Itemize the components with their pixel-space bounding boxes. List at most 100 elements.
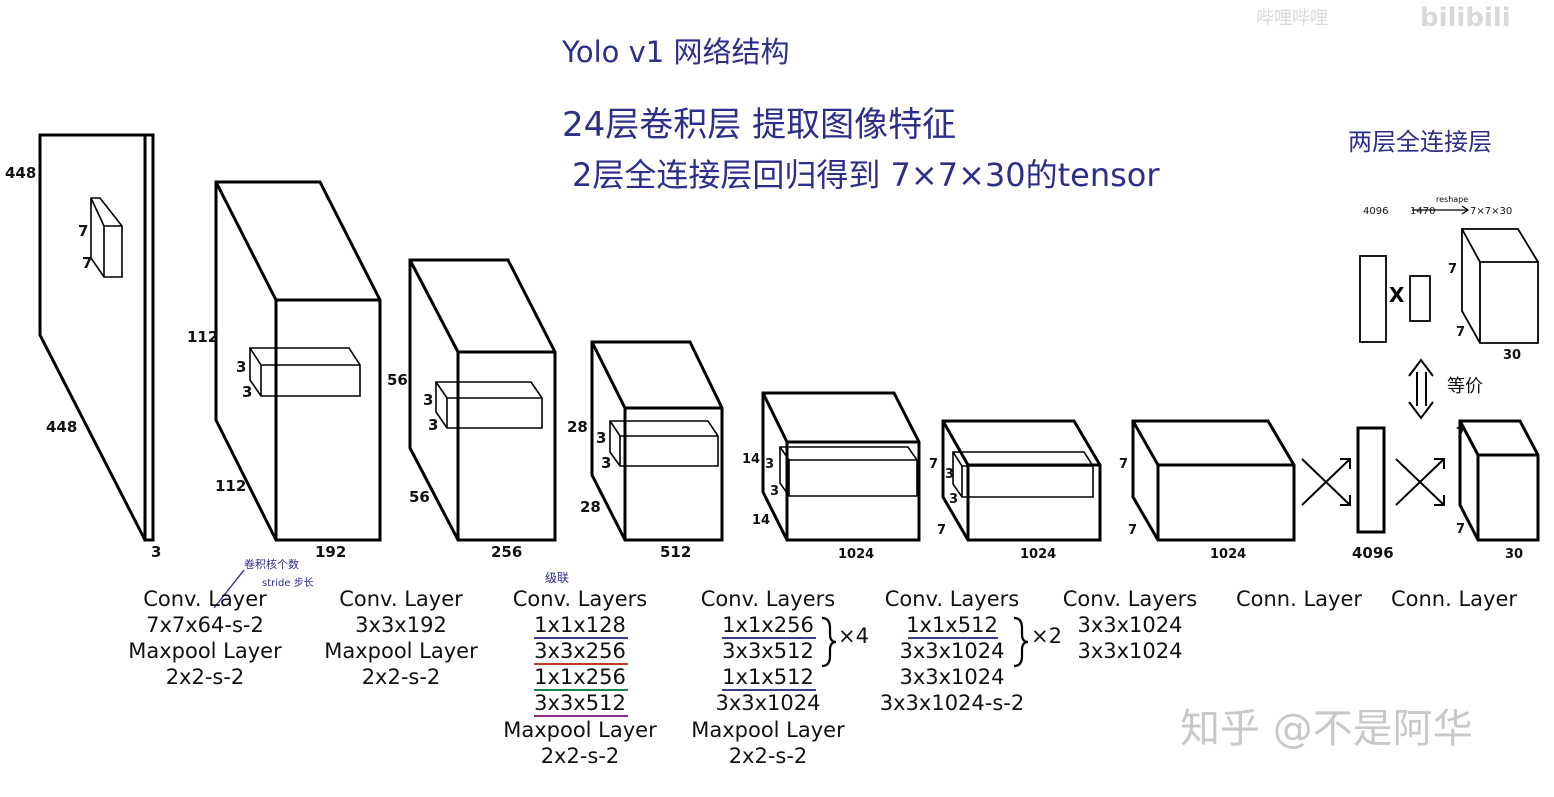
conv-annotation: 24层卷积层 提取图像特征: [562, 105, 956, 145]
label-6-line-3: 3x3x1024: [1077, 639, 1182, 663]
kernel-count-note: 卷积核个数: [244, 557, 299, 571]
label-5-line-2: 1x1x512: [906, 613, 998, 637]
b3-h: 28: [567, 418, 588, 436]
block-1-cube: [214, 180, 382, 542]
b2-k2: 3: [428, 416, 438, 434]
fc-cross-1: [1301, 458, 1351, 506]
b3-w: 28: [580, 498, 601, 516]
fc-4096-bar: [1356, 426, 1386, 534]
cascade-note: 级联: [545, 571, 569, 585]
fc-size: 4096: [1352, 544, 1394, 562]
label-3-line-2: 1x1x128: [534, 613, 626, 637]
stride-note: stride 步长: [262, 577, 314, 589]
block-6-cube: [1131, 419, 1296, 542]
equivalent-note: 等价: [1447, 376, 1483, 397]
out-w: 7: [1456, 522, 1465, 537]
fc-annotation: 2层全连接层回归得到 7×7×30的tensor: [572, 156, 1160, 194]
b1-c: 192: [315, 543, 346, 561]
output-cube: [1458, 419, 1540, 542]
repeat-brace-4: [821, 616, 837, 668]
label-5-line-3: 3x3x1024: [899, 639, 1004, 663]
label-6-line-1: Conv. Layers: [1063, 587, 1197, 611]
fc-cross-2: [1395, 458, 1445, 506]
b4-h: 14: [742, 452, 760, 467]
input-k1: 7: [78, 222, 88, 240]
out-c: 30: [1505, 547, 1523, 562]
label-6-line-2: 3x3x1024: [1077, 613, 1182, 637]
label-2-line-3: Maxpool Layer: [324, 639, 478, 663]
layer-label-1: Conv. Layer 7x7x64-s-2 Maxpool Layer 2x2…: [128, 587, 282, 689]
fc-cross-2-arrow-b: [1434, 495, 1445, 506]
label-2-line-1: Conv. Layer: [339, 587, 463, 611]
top-watermark: 哔哩哔哩: [1256, 8, 1328, 29]
b3-k2: 3: [601, 454, 611, 472]
layer-label-4: Conv. Layers 1x1x256 3x3x512 1x1x512 3x3…: [691, 587, 845, 768]
block-2-cube: [408, 258, 557, 542]
fc-note-1470: 1470: [1410, 206, 1435, 217]
equivalence-arrow: [1408, 358, 1434, 420]
block-5-cube: [941, 419, 1102, 542]
input-c: 3: [151, 543, 161, 561]
b4-w: 14: [752, 513, 770, 528]
b2-k1: 3: [423, 391, 433, 409]
label-3-line-1: Conv. Layers: [513, 587, 647, 611]
label-4-line-7: 2x2-s-2: [729, 744, 808, 768]
label-2-line-4: 2x2-s-2: [362, 665, 441, 689]
label-3-line-6: Maxpool Layer: [503, 718, 657, 742]
label-2-line-2: 3x3x192: [355, 613, 447, 637]
repeat-x4: ×4: [838, 624, 869, 648]
bilibili-watermark: bilibili: [1420, 3, 1511, 33]
label-4-line-6: Maxpool Layer: [691, 718, 845, 742]
layer-label-5: Conv. Layers 1x1x512 3x3x1024 3x3x1024 3…: [880, 587, 1024, 715]
label-underlines: [213, 569, 998, 717]
input-h: 448: [5, 164, 36, 182]
label-4-line-1: Conv. Layers: [701, 587, 835, 611]
layer-label-2: Conv. Layer 3x3x192 Maxpool Layer 2x2-s-…: [324, 587, 478, 689]
fc-cross-1-arrow: [1340, 458, 1351, 469]
repeat-x2: ×2: [1031, 624, 1062, 648]
label-3-line-7: 2x2-s-2: [541, 744, 620, 768]
label-5-line-1: Conv. Layers: [885, 587, 1019, 611]
input-slab: [38, 133, 155, 542]
block-4-cube: [761, 391, 921, 542]
layer-label-6: Conv. Layers 3x3x1024 3x3x1024: [1063, 587, 1197, 663]
label-7-line-1: Conn. Layer: [1236, 587, 1362, 611]
b6-h: 7: [1119, 457, 1128, 472]
b4-k1: 3: [765, 457, 774, 472]
label-4-line-4: 1x1x512: [722, 665, 814, 689]
b5-w: 7: [937, 523, 946, 538]
fc-note-4096: 4096: [1363, 206, 1388, 217]
out-h: 7: [1456, 426, 1465, 441]
fc-top-cube-w: 7: [1456, 325, 1465, 340]
b2-c: 256: [491, 543, 522, 561]
title-annotation: Yolo v1 网络结构: [561, 35, 789, 69]
b1-k1: 3: [236, 358, 246, 376]
b6-w: 7: [1128, 523, 1137, 538]
b1-w: 112: [215, 477, 246, 495]
fc-cross-2-arrow: [1434, 458, 1445, 469]
b1-h: 112: [187, 328, 218, 346]
label-3-line-3: 3x3x256: [534, 639, 626, 663]
fc-top-x: X: [1389, 283, 1405, 307]
b5-c: 1024: [1020, 547, 1056, 562]
label-8-line-1: Conn. Layer: [1391, 587, 1517, 611]
label-1-line-1: Conv. Layer: [143, 587, 267, 611]
fc-top-cube-h: 7: [1448, 262, 1457, 277]
label-4-line-5: 3x3x1024: [715, 691, 820, 715]
b5-h: 7: [929, 457, 938, 472]
input-w: 448: [46, 418, 77, 436]
fc-title-annotation: 两层全连接层: [1348, 128, 1492, 156]
b3-c: 512: [660, 543, 691, 561]
b5-k2: 3: [949, 492, 958, 507]
zhihu-watermark: 知乎 @不是阿华: [1180, 706, 1473, 752]
b4-k2: 3: [770, 484, 779, 499]
b6-c: 1024: [1210, 547, 1246, 562]
label-4-line-3: 3x3x512: [722, 639, 814, 663]
label-3-line-4: 1x1x256: [534, 665, 626, 689]
label-5-line-4: 3x3x1024: [899, 665, 1004, 689]
fc-top-cube-c: 30: [1503, 348, 1521, 363]
b2-w: 56: [409, 488, 430, 506]
b3-k1: 3: [596, 429, 606, 447]
label-3-line-5: 3x3x512: [534, 691, 626, 715]
